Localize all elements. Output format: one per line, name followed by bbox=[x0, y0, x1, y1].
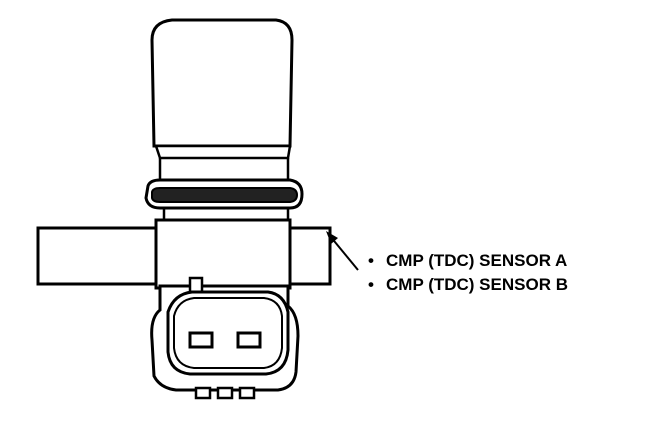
callout-label-a: CMP (TDC) SENSOR A bbox=[386, 251, 567, 270]
o-ring bbox=[144, 178, 304, 222]
mounting-flange bbox=[36, 218, 332, 290]
callout-bullet-a: • bbox=[368, 251, 374, 270]
connector-body bbox=[150, 276, 300, 392]
leader-arrow bbox=[326, 231, 359, 271]
connector-terminals bbox=[188, 331, 262, 349]
connector-bottom-tabs bbox=[194, 386, 256, 400]
callout-sensor-a: • CMP (TDC) SENSOR A bbox=[368, 251, 567, 270]
callout-sensor-b: • CMP (TDC) SENSOR B bbox=[368, 275, 568, 294]
sensor-cap bbox=[150, 18, 294, 184]
callout-label-b: CMP (TDC) SENSOR B bbox=[386, 275, 568, 294]
callout-bullet-b: • bbox=[368, 275, 374, 294]
terminal-2 bbox=[236, 331, 262, 349]
terminal-1 bbox=[188, 331, 214, 349]
